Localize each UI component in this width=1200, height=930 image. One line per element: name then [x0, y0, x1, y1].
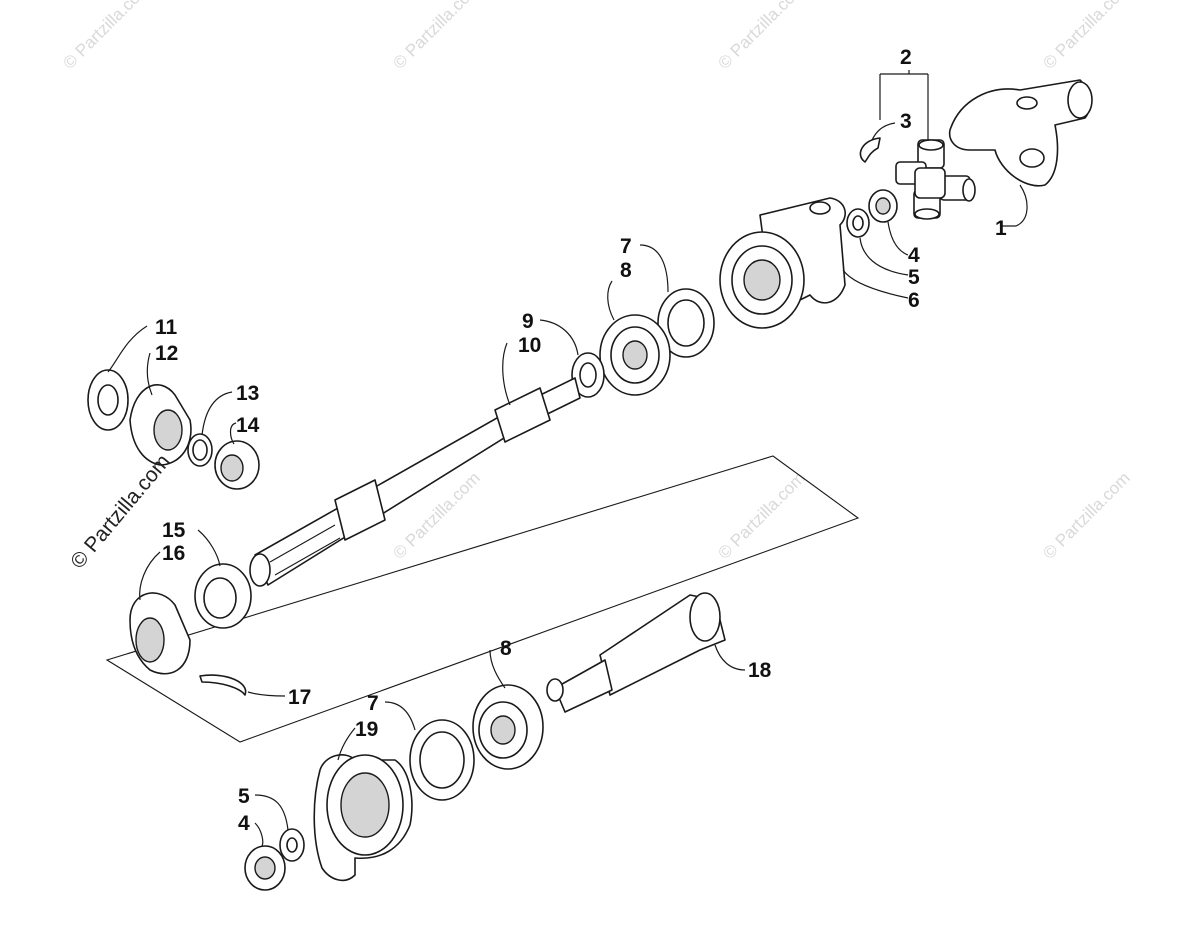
- callout-6: 6: [908, 289, 920, 312]
- callout-2: 2: [900, 46, 912, 69]
- watermark: © Partzilla.com: [389, 0, 483, 73]
- cross-part-2: [895, 139, 976, 220]
- bearing-part-15: [194, 563, 252, 629]
- callout-7: 7: [620, 235, 632, 258]
- yoke-flange-part-6: [719, 197, 846, 329]
- snap-ring-part-13: [187, 433, 213, 467]
- bearing-part-8: [599, 314, 671, 396]
- pinion-shaft-part-18: [546, 592, 726, 713]
- callout-15: 15: [162, 519, 186, 542]
- copyright-text: © Partzilla.com: [66, 450, 175, 573]
- washer-part-11: [87, 369, 129, 431]
- clip-part-17: [199, 674, 247, 696]
- callout-1: 1: [995, 217, 1007, 240]
- callout-4-lower: 4: [238, 812, 250, 835]
- washer-part-5-lower: [279, 828, 305, 862]
- callout-8: 8: [620, 259, 632, 282]
- bearing-part-8-lower: [472, 684, 544, 770]
- clip-part-3: [859, 137, 881, 163]
- callout-16: 16: [162, 542, 185, 565]
- shaft-part-10: [249, 377, 581, 587]
- washer-part-9: [571, 352, 605, 398]
- seal-part-7: [657, 288, 715, 358]
- leader-lines: [107, 70, 1028, 847]
- seal-part-7-lower: [409, 719, 475, 801]
- gear-part-16: [129, 592, 191, 675]
- callout-3: 3: [900, 110, 912, 133]
- housing-part-19: [313, 754, 413, 882]
- callout-12: 12: [155, 342, 178, 365]
- callout-9: 9: [522, 310, 534, 333]
- callout-13: 13: [236, 382, 259, 405]
- callout-17: 17: [288, 686, 311, 709]
- nut-part-14: [214, 440, 260, 490]
- nut-part-4-lower: [244, 845, 286, 891]
- yoke-part-1: [948, 79, 1093, 187]
- callout-4: 4: [908, 244, 920, 267]
- callout-11: 11: [155, 316, 178, 339]
- callout-18: 18: [748, 659, 772, 682]
- callout-labels: 1 2 3 4 5 6 7 8 9 10 11 12 13 14 15 16 1…: [155, 46, 1007, 835]
- watermark: © Partzilla.com: [714, 468, 808, 562]
- callout-5: 5: [908, 266, 920, 289]
- washer-part-5: [846, 208, 870, 238]
- watermark: © Partzilla.com: [714, 0, 808, 73]
- callout-14: 14: [236, 414, 260, 437]
- callout-10: 10: [518, 334, 541, 357]
- callout-5-lower: 5: [238, 785, 250, 808]
- nut-part-4: [868, 189, 898, 223]
- callout-8-lower: 8: [500, 637, 512, 660]
- assembly-outline: [105, 455, 860, 743]
- watermark: © Partzilla.com: [1039, 468, 1133, 562]
- bevel-gear-part-12: [129, 384, 192, 466]
- callout-7-lower: 7: [367, 692, 379, 715]
- callout-19: 19: [355, 718, 378, 741]
- watermark: © Partzilla.com: [59, 0, 153, 73]
- watermark: © Partzilla.com: [1039, 0, 1133, 73]
